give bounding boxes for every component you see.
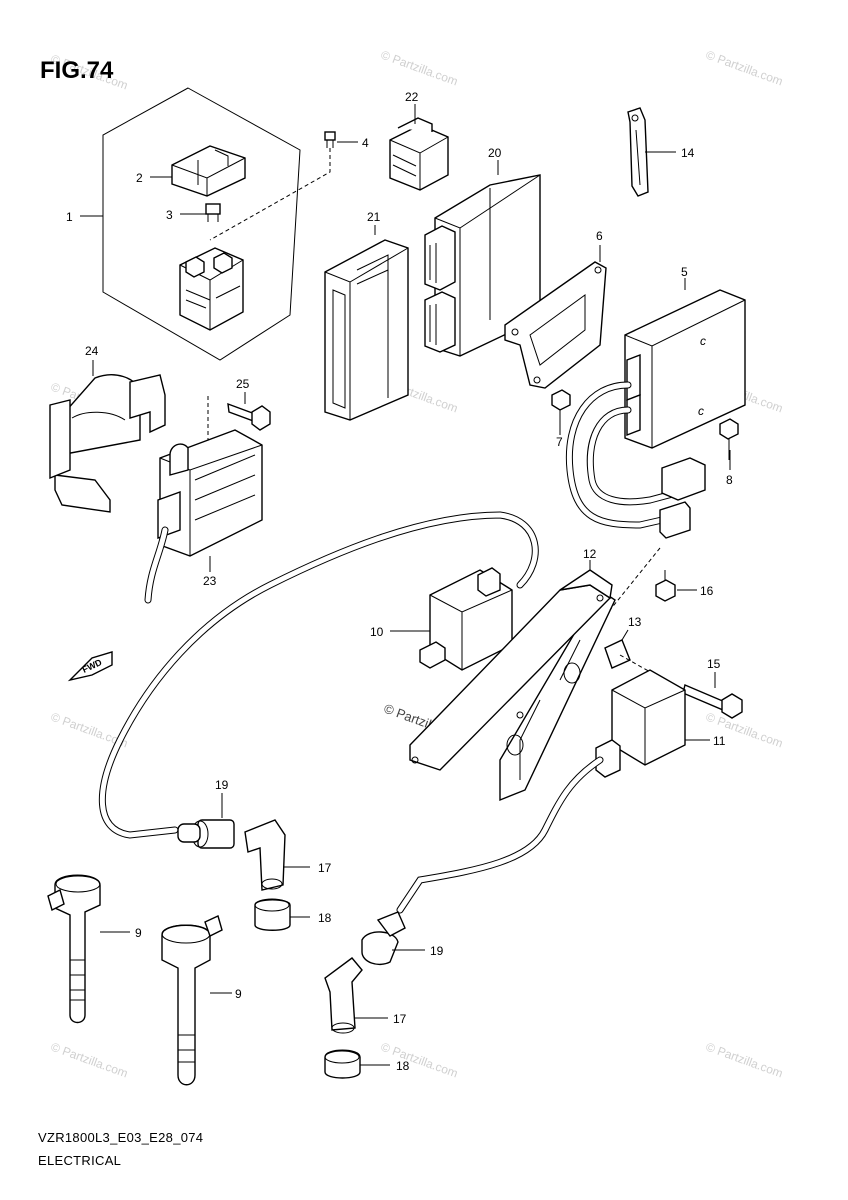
callout-22[interactable]: 22 (405, 90, 419, 104)
watermark-layer: © Partzilla.com © Partzilla.com © Partzi… (49, 48, 785, 1081)
svg-text:c: c (700, 334, 706, 348)
callout-16[interactable]: 16 (700, 584, 714, 598)
callout-20[interactable]: 20 (488, 146, 502, 160)
watermark-text: © Partzilla.com (379, 1040, 460, 1081)
assembly-line (609, 547, 661, 611)
plug-cap-icon[interactable] (324, 957, 388, 1034)
watermark-text: © Partzilla.com (704, 1040, 785, 1081)
ignition-coil-icon[interactable] (161, 915, 232, 1086)
callout-17[interactable]: 17 (318, 861, 332, 875)
callout-18b[interactable]: 18 (396, 1059, 410, 1073)
control-unit-icon[interactable]: c c (624, 278, 746, 449)
callout-15[interactable]: 15 (707, 657, 721, 671)
section-name: ELECTRICAL (38, 1153, 121, 1168)
watermark-text: © Partzilla.com (379, 48, 460, 89)
callout-24[interactable]: 24 (85, 344, 99, 358)
callout-9[interactable]: 9 (135, 926, 142, 940)
callout-9b[interactable]: 9 (235, 987, 242, 1001)
callout-17b[interactable]: 17 (393, 1012, 407, 1026)
bracket-icon[interactable] (49, 360, 166, 513)
bolt-icon[interactable] (719, 418, 739, 470)
fuse-icon (205, 203, 221, 222)
leader-line (621, 629, 629, 641)
figure-title: FIG.74 (40, 57, 114, 84)
watermark-text: © Partzilla.com (49, 1040, 130, 1081)
callout-4[interactable]: 4 (362, 136, 369, 150)
callout-12[interactable]: 12 (583, 547, 597, 561)
ignition-coil-icon[interactable] (390, 567, 513, 671)
callout-1[interactable]: 1 (66, 210, 73, 224)
relay-assembly-icon (179, 247, 244, 331)
relay-cover-icon (171, 145, 246, 197)
connector-icon[interactable] (389, 104, 449, 191)
screw-icon (324, 131, 336, 148)
ecm-cover-icon[interactable] (324, 225, 409, 421)
coil-bracket-icon[interactable] (409, 560, 616, 802)
cap-icon[interactable] (177, 793, 235, 849)
relay-group[interactable] (80, 87, 358, 361)
callout-21[interactable]: 21 (367, 210, 381, 224)
relay-group-outline (102, 87, 301, 361)
wire-harness (565, 381, 706, 539)
callout-14[interactable]: 14 (681, 146, 695, 160)
callout-6[interactable]: 6 (596, 229, 603, 243)
callout-25[interactable]: 25 (236, 377, 250, 391)
watermark-text: © Partzilla.com (704, 48, 785, 89)
ignition-coil-icon[interactable] (47, 874, 130, 1024)
assembly-line (209, 148, 331, 241)
callout-18[interactable]: 18 (318, 911, 332, 925)
callout-2[interactable]: 2 (136, 171, 143, 185)
svg-text:c: c (698, 404, 704, 418)
bolt-icon[interactable] (551, 389, 571, 435)
callout-3[interactable]: 3 (166, 208, 173, 222)
band-icon[interactable] (627, 107, 676, 197)
callout-8[interactable]: 8 (726, 473, 733, 487)
callout-19[interactable]: 19 (215, 778, 229, 792)
callout-13[interactable]: 13 (628, 615, 642, 629)
callout-5[interactable]: 5 (681, 265, 688, 279)
bracket-icon[interactable] (504, 245, 607, 389)
fwd-arrow-icon: FWD (67, 651, 113, 682)
plug-cap-icon[interactable] (244, 819, 310, 891)
cap-icon[interactable] (361, 911, 425, 966)
callout-11[interactable]: 11 (713, 734, 726, 748)
model-code: VZR1800L3_E03_E28_074 (38, 1130, 203, 1145)
bolt-icon[interactable] (227, 392, 271, 431)
callout-7[interactable]: 7 (556, 435, 563, 449)
seal-icon[interactable] (254, 898, 310, 931)
callout-labels: 1 2 3 4 5 6 7 8 9 9 10 11 12 13 14 15 16… (66, 90, 733, 1073)
callout-23[interactable]: 23 (203, 574, 217, 588)
seal-icon[interactable] (324, 1049, 390, 1079)
ignition-coil-icon[interactable] (396, 669, 710, 914)
bolt-icon[interactable] (682, 672, 743, 719)
ecm-icon[interactable] (424, 160, 541, 357)
callout-10[interactable]: 10 (370, 625, 384, 639)
plug-wire (98, 511, 539, 839)
spacer-icon[interactable] (604, 629, 631, 669)
regulator-icon[interactable] (144, 429, 263, 604)
callout-19b[interactable]: 19 (430, 944, 444, 958)
bolt-icon[interactable] (655, 570, 697, 602)
